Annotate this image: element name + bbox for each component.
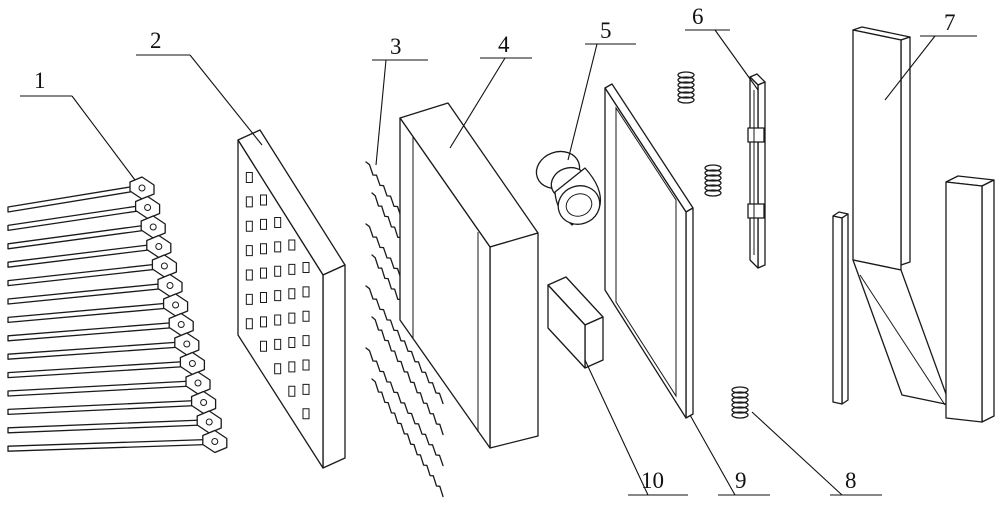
wire-electrode [371, 316, 444, 436]
label-1: 1 [34, 68, 46, 93]
plate-hole [288, 239, 296, 251]
plate-hole [274, 241, 282, 253]
plate-hole [302, 286, 310, 298]
clamp [174, 332, 200, 356]
plate-hole [302, 383, 310, 395]
plate-hole [245, 293, 253, 305]
rod [7, 321, 176, 342]
rod [7, 341, 182, 360]
rod [7, 302, 171, 324]
rod [7, 360, 188, 379]
label-4: 4 [498, 32, 510, 57]
clamp [179, 351, 206, 376]
label-8: 8 [845, 468, 857, 493]
plate-hole [302, 408, 310, 420]
part-7-u-frame [832, 26, 995, 423]
part-10-small-box [547, 276, 604, 369]
clamp [134, 195, 161, 220]
clamp [129, 176, 155, 200]
plate-hole [245, 196, 253, 208]
plate-hole [245, 220, 253, 232]
label-5: 5 [600, 18, 612, 43]
label-6: 6 [692, 4, 704, 29]
part-labels: 1 2 3 4 5 6 7 8 9 10 [34, 4, 956, 493]
coil-spring [677, 71, 695, 104]
wire-electrode [365, 347, 444, 467]
plate-hole [260, 340, 267, 352]
plate-hole [302, 262, 310, 273]
rod [7, 438, 210, 452]
clamp [185, 371, 211, 395]
clamp [168, 312, 194, 337]
rod [7, 243, 154, 268]
part-4-block [399, 102, 539, 449]
clamp [157, 273, 183, 298]
plate-hole [302, 310, 310, 322]
label-3: 3 [390, 34, 402, 59]
plate-hole [274, 314, 282, 326]
coil-spring [704, 164, 722, 197]
wire-electrode [371, 378, 444, 498]
plate-hole [245, 269, 253, 281]
clamp [151, 254, 178, 278]
plate-hole [274, 265, 282, 277]
plate-hole [302, 359, 310, 371]
plate-hole [288, 337, 296, 348]
rod [7, 224, 148, 250]
part-1-rod-array [7, 176, 228, 454]
part-6-slotted-bar [747, 73, 766, 269]
part-2-perforated-plate [237, 129, 346, 469]
rod [7, 282, 165, 305]
label-2: 2 [150, 28, 162, 53]
rod [7, 380, 193, 397]
plate-hole [288, 288, 296, 300]
clamp [202, 429, 228, 454]
plate-hole [288, 312, 296, 324]
plate-hole [274, 363, 282, 375]
plate-hole [260, 243, 267, 255]
clamp [196, 410, 222, 434]
clamp [146, 234, 172, 259]
part-8-springs [677, 71, 749, 419]
label-9: 9 [735, 468, 747, 493]
label-10: 10 [641, 468, 664, 493]
coil-spring [731, 386, 749, 419]
plate-hole [288, 385, 296, 397]
plate-hole [288, 361, 296, 373]
plate-hole [274, 338, 282, 350]
plate-hole [302, 335, 310, 347]
rod [7, 185, 137, 213]
plate-hole [260, 292, 267, 303]
plate-hole [245, 245, 253, 257]
clamp [162, 293, 189, 317]
clamp [190, 390, 217, 415]
rod [7, 399, 199, 416]
label-7: 7 [944, 10, 956, 35]
rod [7, 263, 160, 287]
leader-lines [20, 29, 977, 496]
plate-hole [260, 267, 267, 279]
clamp [140, 215, 166, 239]
plate-hole [245, 318, 253, 330]
part-9-frame [604, 83, 694, 419]
plate-hole [274, 217, 282, 228]
plate-hole [288, 263, 296, 275]
plate-hole [260, 316, 267, 328]
wire-electrode [365, 285, 444, 405]
plate-hole [245, 172, 253, 183]
plate-hole [260, 218, 267, 230]
rod [7, 419, 204, 434]
plate-hole [274, 290, 282, 302]
plate-hole [260, 194, 267, 206]
part-5-motor [535, 150, 602, 226]
